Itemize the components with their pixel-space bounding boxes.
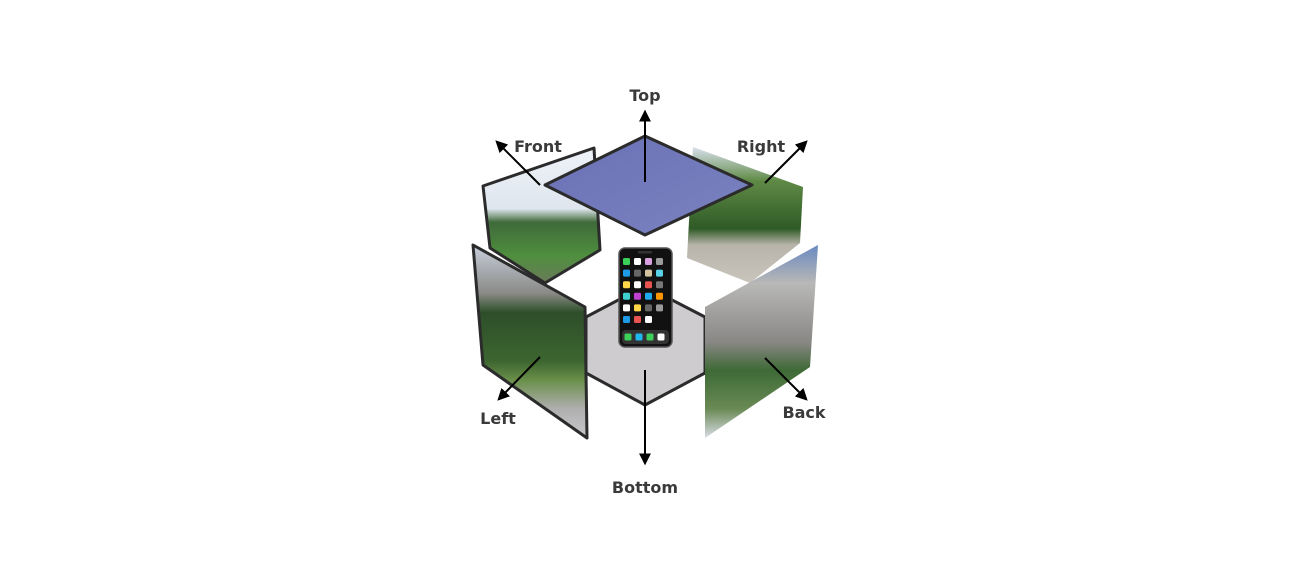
app-icon — [634, 304, 641, 312]
dock-icon — [657, 333, 665, 341]
label-right: Right — [737, 137, 786, 156]
dock-icon — [646, 333, 654, 341]
back-arrow — [764, 357, 808, 401]
app-icon — [645, 316, 652, 323]
app-icon — [656, 258, 663, 265]
app-icon — [656, 269, 663, 277]
app-icon — [623, 258, 630, 265]
smartphone-icon — [618, 247, 673, 348]
app-icon — [645, 258, 652, 265]
app-icon — [656, 304, 663, 312]
right-arrow — [764, 140, 808, 184]
app-icon — [623, 304, 630, 312]
left-face — [471, 243, 589, 440]
app-icon — [634, 281, 641, 289]
app-icon — [623, 316, 630, 323]
app-icon — [623, 269, 630, 277]
app-icon — [645, 292, 652, 300]
app-icon — [634, 269, 641, 277]
app-icon — [656, 281, 663, 289]
app-icon — [634, 258, 641, 265]
label-front: Front — [514, 137, 562, 156]
label-left: Left — [480, 409, 516, 428]
app-icon — [634, 316, 641, 323]
front-arrow — [495, 140, 541, 186]
app-icon — [645, 281, 652, 289]
dock-icon — [624, 333, 632, 341]
dock-icon — [635, 333, 643, 341]
app-icon — [623, 281, 630, 289]
label-top: Top — [629, 86, 660, 105]
app-icon — [645, 269, 652, 277]
left-arrow — [497, 356, 541, 401]
app-icon — [656, 292, 663, 300]
top-face — [543, 134, 754, 237]
back-face — [705, 245, 818, 438]
app-icon — [645, 304, 652, 312]
label-back: Back — [782, 403, 825, 422]
label-bottom: Bottom — [612, 478, 678, 497]
app-icon — [623, 292, 630, 300]
app-icon — [634, 292, 641, 300]
